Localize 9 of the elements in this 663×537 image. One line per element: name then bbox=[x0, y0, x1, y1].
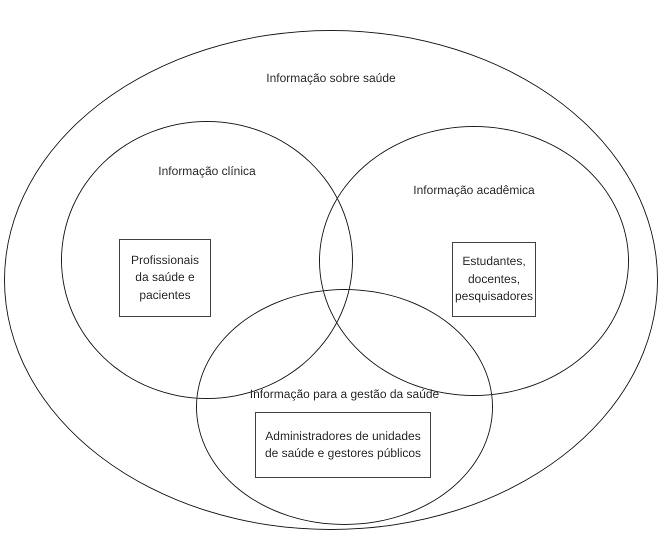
venn-ellipse bbox=[61, 121, 353, 399]
audience-label: Administradores de unidades de saúde e gestores públicos bbox=[255, 412, 431, 478]
set-title: Informação acadêmica bbox=[413, 183, 535, 197]
set-title: Informação para a gestão da saúde bbox=[250, 387, 440, 401]
set-title: Informação sobre saúde bbox=[266, 71, 396, 85]
audience-label: Estudantes, docentes, pesquisadores bbox=[452, 242, 536, 317]
venn-ellipse bbox=[4, 30, 658, 530]
audience-label: Profissionais da saúde e pacientes bbox=[119, 239, 211, 317]
set-title: Informação clínica bbox=[158, 164, 256, 178]
